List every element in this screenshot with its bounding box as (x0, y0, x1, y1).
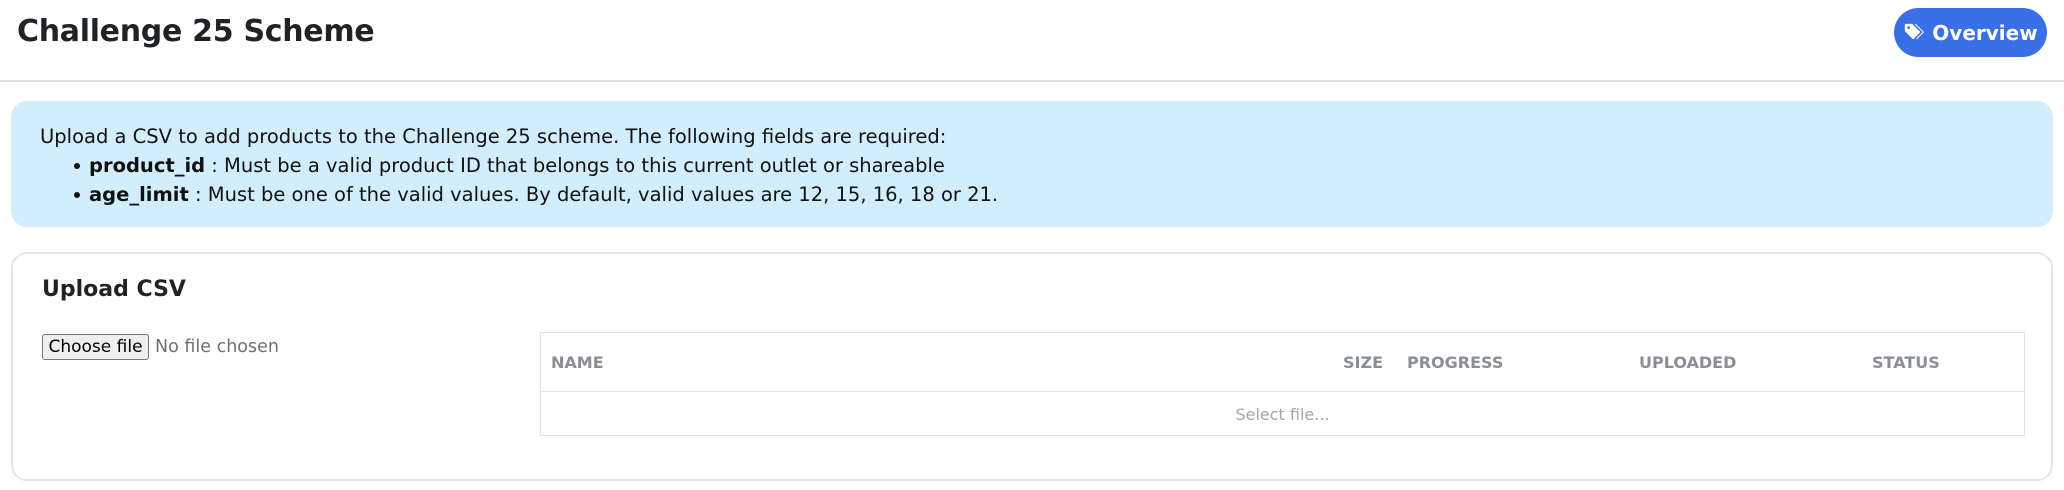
field-description: : Must be one of the valid values. By de… (188, 183, 999, 206)
field-name: age_limit (89, 183, 189, 206)
table-empty-message: Select file... (1235, 405, 1330, 424)
table-header: NAME SIZE PROGRESS UPLOADED STATUS (541, 333, 2024, 392)
column-header-uploaded: UPLOADED (1639, 353, 1737, 372)
required-fields-list: product_id : Must be a valid product ID … (40, 151, 2024, 209)
field-item-age-limit: age_limit : Must be one of the valid val… (74, 180, 2024, 209)
choose-file-button[interactable]: Choose file (42, 334, 149, 360)
upload-table: NAME SIZE PROGRESS UPLOADED STATUS Selec… (540, 332, 2025, 436)
page-title: Challenge 25 Scheme (17, 14, 375, 49)
overview-button[interactable]: Overview (1894, 8, 2047, 57)
info-intro: Upload a CSV to add products to the Chal… (40, 125, 947, 148)
info-alert: Upload a CSV to add products to the Chal… (11, 101, 2053, 227)
upload-card: Upload CSV Choose file No file chosen NA… (11, 252, 2053, 481)
column-header-status: STATUS (1872, 353, 1940, 372)
page-header: Challenge 25 Scheme Overview (0, 0, 2064, 82)
field-name: product_id (89, 154, 206, 177)
overview-button-label: Overview (1932, 20, 2038, 45)
upload-card-title: Upload CSV (42, 277, 186, 302)
file-status-text: No file chosen (155, 337, 279, 357)
field-item-product-id: product_id : Must be a valid product ID … (74, 151, 2024, 180)
column-header-size: SIZE (1342, 353, 1383, 372)
field-description: : Must be a valid product ID that belong… (205, 154, 945, 177)
column-header-progress: PROGRESS (1407, 353, 1504, 372)
tags-icon (1905, 23, 1925, 39)
column-header-name: NAME (551, 353, 604, 372)
file-input[interactable]: Choose file No file chosen (42, 334, 279, 360)
